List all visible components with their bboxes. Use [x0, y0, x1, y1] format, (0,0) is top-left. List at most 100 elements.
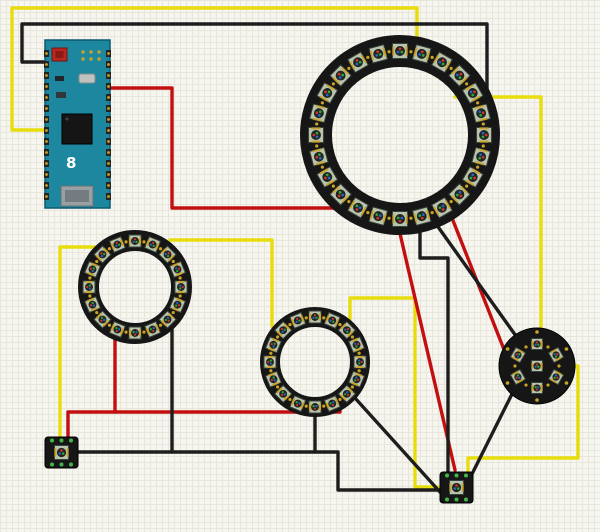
solder-pad	[465, 184, 469, 188]
led-die-dot	[149, 243, 153, 246]
neopixel-led	[93, 245, 112, 264]
neopixel-led	[392, 211, 408, 227]
led-die-dot	[117, 328, 121, 331]
led-die-dot	[515, 376, 518, 379]
led-pad-left	[145, 238, 151, 247]
solder-pad	[387, 50, 391, 54]
wire-ground-jewel-to-pixel-right[interactable]	[468, 392, 514, 480]
neopixel-led	[273, 320, 293, 340]
neopixel-single-left[interactable]	[44, 436, 79, 469]
led-die-dot	[331, 317, 334, 320]
led-pad-left	[312, 117, 322, 122]
wire-power-arduino-to-ring24[interactable]	[106, 86, 347, 210]
solder-pad	[304, 404, 308, 408]
neopixel-ring-16-left[interactable]	[78, 230, 192, 344]
neopixel-led	[108, 321, 126, 338]
led-die-dot	[325, 93, 329, 97]
solder-pad	[476, 165, 480, 169]
led-die-dot	[132, 240, 135, 243]
led-die-dot	[315, 405, 318, 408]
led-die-dot	[516, 355, 520, 358]
led-die-dot	[315, 131, 319, 135]
arduino-micro[interactable]: 8	[44, 39, 111, 209]
led-die-dot	[358, 359, 361, 362]
led-pad-left	[382, 213, 387, 223]
led-die-dot	[456, 193, 459, 197]
led-die-dot	[535, 363, 539, 366]
solder-pad	[124, 330, 128, 334]
pin-hole	[107, 118, 110, 121]
led-die-dot	[396, 50, 400, 54]
led-pad-right	[177, 291, 185, 293]
solder-pad	[546, 345, 550, 349]
wire-data-arduino-to-ring24[interactable]	[10, 6, 419, 132]
solder-pad	[69, 438, 73, 443]
pin-hole	[107, 107, 110, 110]
led-pad-left	[110, 242, 115, 251]
led-pad-left	[119, 327, 125, 336]
led-pad-right	[311, 127, 321, 130]
led-die-dot	[479, 153, 482, 157]
led-die-dot	[396, 216, 400, 220]
led-pad-right	[276, 387, 283, 394]
solder-pad	[357, 369, 361, 373]
led-pad-left	[283, 394, 290, 401]
led-die-dot	[295, 401, 298, 404]
wire-ground-ring24-to-jewel[interactable]	[434, 222, 518, 338]
led-die-dot	[358, 206, 362, 210]
solder-pad	[320, 165, 324, 169]
led-die-dot	[535, 388, 539, 391]
solder-pad	[142, 330, 146, 334]
led-pad-left	[276, 330, 283, 337]
led-die-dot	[281, 330, 284, 333]
led-die-dot	[149, 328, 153, 331]
led-die-dot	[479, 113, 482, 117]
led-pad-right	[479, 140, 489, 143]
led-die-dot	[324, 90, 327, 94]
neopixel-jewel[interactable]	[498, 327, 576, 405]
led-die-dot	[181, 285, 184, 289]
wire-ground-arduino-to-ring24[interactable]	[20, 22, 489, 152]
neopixel-led	[158, 245, 177, 264]
wire-ground-ring24-to-pixel-right[interactable]	[418, 226, 450, 476]
icsp-pin	[97, 57, 101, 61]
wire-ground-ring16-center-to-pixel-right[interactable]	[353, 396, 442, 494]
neopixel-led	[84, 260, 101, 278]
led-die-dot	[115, 244, 118, 247]
led-die-dot	[61, 452, 65, 455]
wire-data-ring16-left-to-pixel-left[interactable]	[58, 245, 97, 442]
neopixel-ring-24[interactable]	[300, 35, 500, 235]
solder-pad	[288, 322, 292, 327]
solder-pad	[465, 82, 469, 86]
led-die-dot	[355, 59, 359, 62]
led-pad-right	[271, 337, 280, 343]
led-pad-right	[461, 483, 464, 492]
led-pad-right	[433, 206, 440, 216]
wire-data-jewel-to-pixel-right[interactable]	[466, 364, 580, 475]
led-pad-left	[177, 281, 185, 283]
led-die-dot	[438, 60, 442, 64]
wire-data-ring16-left-to-ring16-center[interactable]	[168, 238, 274, 328]
solder-pad	[357, 351, 361, 355]
wire-power-ring24-to-pixel-right[interactable]	[396, 223, 457, 472]
led-pad-right	[160, 319, 168, 327]
solder-pad	[288, 397, 292, 402]
pin-hole	[107, 52, 110, 55]
led-die-dot	[469, 90, 473, 94]
wire-ground-pixel-left-to-pixel-right[interactable]	[72, 450, 442, 492]
led-pad-left	[460, 185, 468, 194]
neopixel-ring-16-center[interactable]	[260, 307, 370, 417]
led-pad-right	[86, 297, 95, 303]
wire-data-ring16-center-to-pixel-right[interactable]	[348, 296, 440, 489]
neopixel-single-right[interactable]	[439, 471, 474, 504]
pin-hole	[107, 63, 110, 66]
neopixel-led	[431, 196, 453, 219]
solder-pad	[505, 347, 510, 351]
led-pad-left	[160, 247, 168, 255]
solder-pad	[476, 101, 480, 105]
led-pad-left	[516, 378, 524, 384]
led-die-dot	[338, 191, 342, 194]
led-pad-left	[300, 401, 305, 410]
led-pad-left	[405, 214, 408, 224]
solder-pad	[50, 462, 54, 467]
